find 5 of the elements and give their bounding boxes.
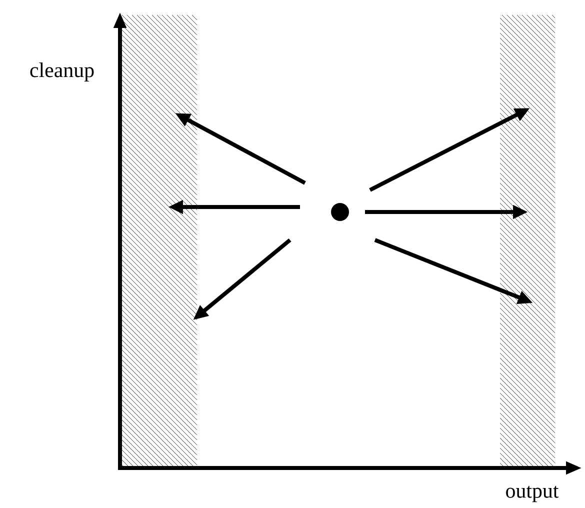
axis-label: output <box>506 486 559 502</box>
point-marker <box>331 203 349 221</box>
hatched-band <box>500 14 556 468</box>
axis-label: cleanup <box>30 62 94 82</box>
hatched-band <box>120 14 198 468</box>
